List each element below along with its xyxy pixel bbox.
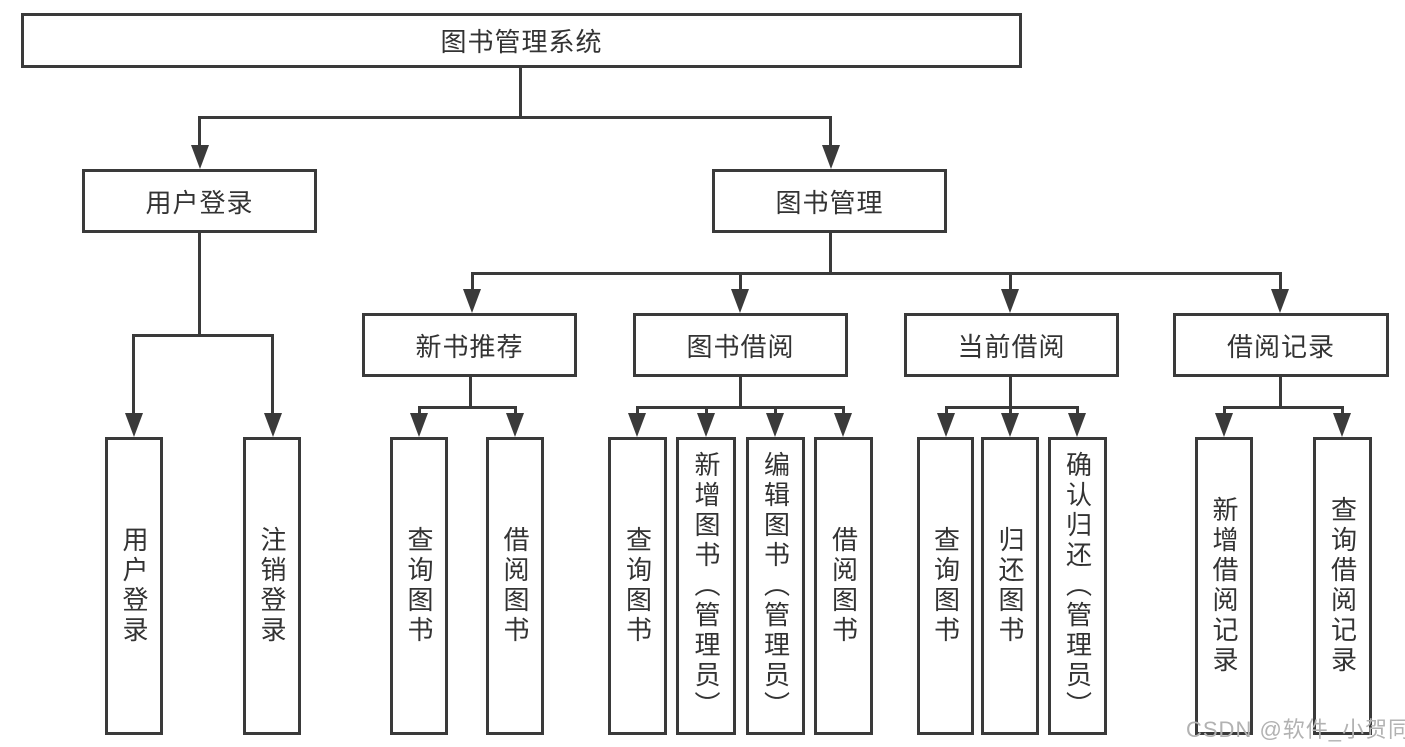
arrowhead-borrow-records xyxy=(1271,289,1289,313)
connector-borrow-rail xyxy=(636,406,845,409)
leaf-add-borrow-record-label: 新增借阅记录 xyxy=(1209,496,1239,676)
leaf-query-books-current-label: 查询图书 xyxy=(930,526,961,646)
leaf-query-books-recommend: 查询图书 xyxy=(390,437,448,735)
node-borrow-records-label: 借阅记录 xyxy=(1226,331,1335,362)
leaf-add-books-admin-label: 新增图书（管理员） xyxy=(691,451,721,721)
connector-drop-book-borrow xyxy=(739,272,742,289)
connector-drop-add-books-admin xyxy=(705,406,708,413)
node-root: 图书管理系统 xyxy=(21,13,1022,68)
connector-drop-confirm-return xyxy=(1076,406,1079,413)
leaf-query-books-borrow-label: 查询图书 xyxy=(622,526,653,646)
leaf-return-books-label: 归还图书 xyxy=(995,526,1025,646)
arrowhead-return-books xyxy=(1001,413,1019,437)
arrowhead-query-books-current xyxy=(937,413,955,437)
node-current-borrow: 当前借阅 xyxy=(904,313,1119,377)
connector-root-rail xyxy=(198,116,832,119)
arrowhead-borrow-books-recommend xyxy=(506,413,524,437)
arrowhead-book-management xyxy=(822,145,840,169)
leaf-logout-label: 注销登录 xyxy=(257,526,287,646)
leaf-confirm-return-admin: 确认归还（管理员） xyxy=(1048,437,1107,735)
leaf-add-books-admin: 新增图书（管理员） xyxy=(676,437,736,735)
node-borrow-records: 借阅记录 xyxy=(1173,313,1389,377)
leaf-borrow-books-recommend-label: 借阅图书 xyxy=(500,526,530,646)
connector-drop-book-management xyxy=(829,116,832,145)
node-user-login: 用户登录 xyxy=(82,169,317,233)
leaf-query-borrow-record: 查询借阅记录 xyxy=(1313,437,1372,735)
connector-drop-add-borrow-record xyxy=(1223,406,1226,413)
node-root-label: 图书管理系统 xyxy=(440,27,603,57)
connector-drop-query-borrow-record xyxy=(1341,406,1344,413)
arrowhead-add-borrow-record xyxy=(1215,413,1233,437)
connector-drop-borrow-books xyxy=(842,406,845,413)
connector-drop-leaf-logout xyxy=(271,334,274,413)
leaf-borrow-books: 借阅图书 xyxy=(814,437,873,735)
csdn-watermark: CSDN @软件_小贺同学 xyxy=(1186,717,1405,742)
leaf-user-login-label: 用户登录 xyxy=(119,526,149,646)
leaf-query-books-recommend-label: 查询图书 xyxy=(404,526,434,646)
leaf-return-books: 归还图书 xyxy=(981,437,1039,735)
arrowhead-current-borrow xyxy=(1001,289,1019,313)
leaf-edit-books-admin: 编辑图书（管理员） xyxy=(746,437,805,735)
connector-user-login-stem xyxy=(198,233,201,336)
leaf-add-borrow-record: 新增借阅记录 xyxy=(1195,437,1253,735)
leaf-borrow-books-label: 借阅图书 xyxy=(828,526,859,646)
node-book-borrow-label: 图书借阅 xyxy=(686,331,795,362)
node-book-management-label: 图书管理 xyxy=(775,187,884,218)
connector-user-login-rail xyxy=(133,334,274,337)
node-current-borrow-label: 当前借阅 xyxy=(957,331,1066,362)
connector-records-rail xyxy=(1223,406,1344,409)
arrowhead-leaf-user-login xyxy=(125,413,143,437)
connector-drop-new-book-recommend xyxy=(471,272,474,289)
node-book-borrow: 图书借阅 xyxy=(633,313,848,377)
connector-drop-leaf-user-login xyxy=(132,334,135,413)
node-new-book-recommend: 新书推荐 xyxy=(362,313,577,377)
node-new-book-recommend-label: 新书推荐 xyxy=(415,331,524,362)
connector-borrow-stem xyxy=(739,377,742,408)
connector-book-management-rail xyxy=(471,272,1282,275)
connector-drop-user-login xyxy=(198,116,201,145)
leaf-borrow-books-recommend: 借阅图书 xyxy=(486,437,544,735)
arrowhead-edit-books-admin xyxy=(766,413,784,437)
connector-drop-borrow-books-recommend xyxy=(514,406,517,413)
arrowhead-query-books-recommend xyxy=(410,413,428,437)
leaf-confirm-return-admin-label: 确认归还（管理员） xyxy=(1062,451,1093,721)
connector-recommend-stem xyxy=(469,377,472,408)
connector-drop-query-books-borrow xyxy=(636,406,639,413)
arrowhead-query-books-borrow xyxy=(628,413,646,437)
arrowhead-new-book-recommend xyxy=(463,289,481,313)
arrowhead-add-books-admin xyxy=(697,413,715,437)
connector-current-stem xyxy=(1009,377,1012,408)
connector-records-stem xyxy=(1279,377,1282,408)
connector-drop-edit-books-admin xyxy=(774,406,777,413)
connector-recommend-rail xyxy=(418,406,517,409)
connector-root-stem xyxy=(519,67,522,117)
leaf-query-books-borrow: 查询图书 xyxy=(608,437,667,735)
connector-drop-query-books-current xyxy=(945,406,948,413)
arrowhead-book-borrow xyxy=(731,289,749,313)
arrowhead-confirm-return xyxy=(1068,413,1086,437)
connector-drop-current-borrow xyxy=(1009,272,1012,289)
leaf-edit-books-admin-label: 编辑图书（管理员） xyxy=(760,451,791,721)
node-user-login-label: 用户登录 xyxy=(145,187,254,218)
connector-drop-borrow-records xyxy=(1279,272,1282,289)
leaf-query-borrow-record-label: 查询借阅记录 xyxy=(1327,496,1358,676)
arrowhead-query-borrow-record xyxy=(1333,413,1351,437)
arrowhead-user-login xyxy=(191,145,209,169)
leaf-user-login: 用户登录 xyxy=(105,437,163,735)
connector-book-management-stem xyxy=(829,233,832,274)
connector-drop-return-books xyxy=(1009,406,1012,413)
leaf-query-books-current: 查询图书 xyxy=(917,437,974,735)
arrowhead-borrow-books xyxy=(834,413,852,437)
leaf-logout: 注销登录 xyxy=(243,437,301,735)
connector-current-rail xyxy=(945,406,1079,409)
node-book-management: 图书管理 xyxy=(712,169,947,233)
arrowhead-leaf-logout xyxy=(264,413,282,437)
connector-drop-query-books-recommend xyxy=(418,406,421,413)
